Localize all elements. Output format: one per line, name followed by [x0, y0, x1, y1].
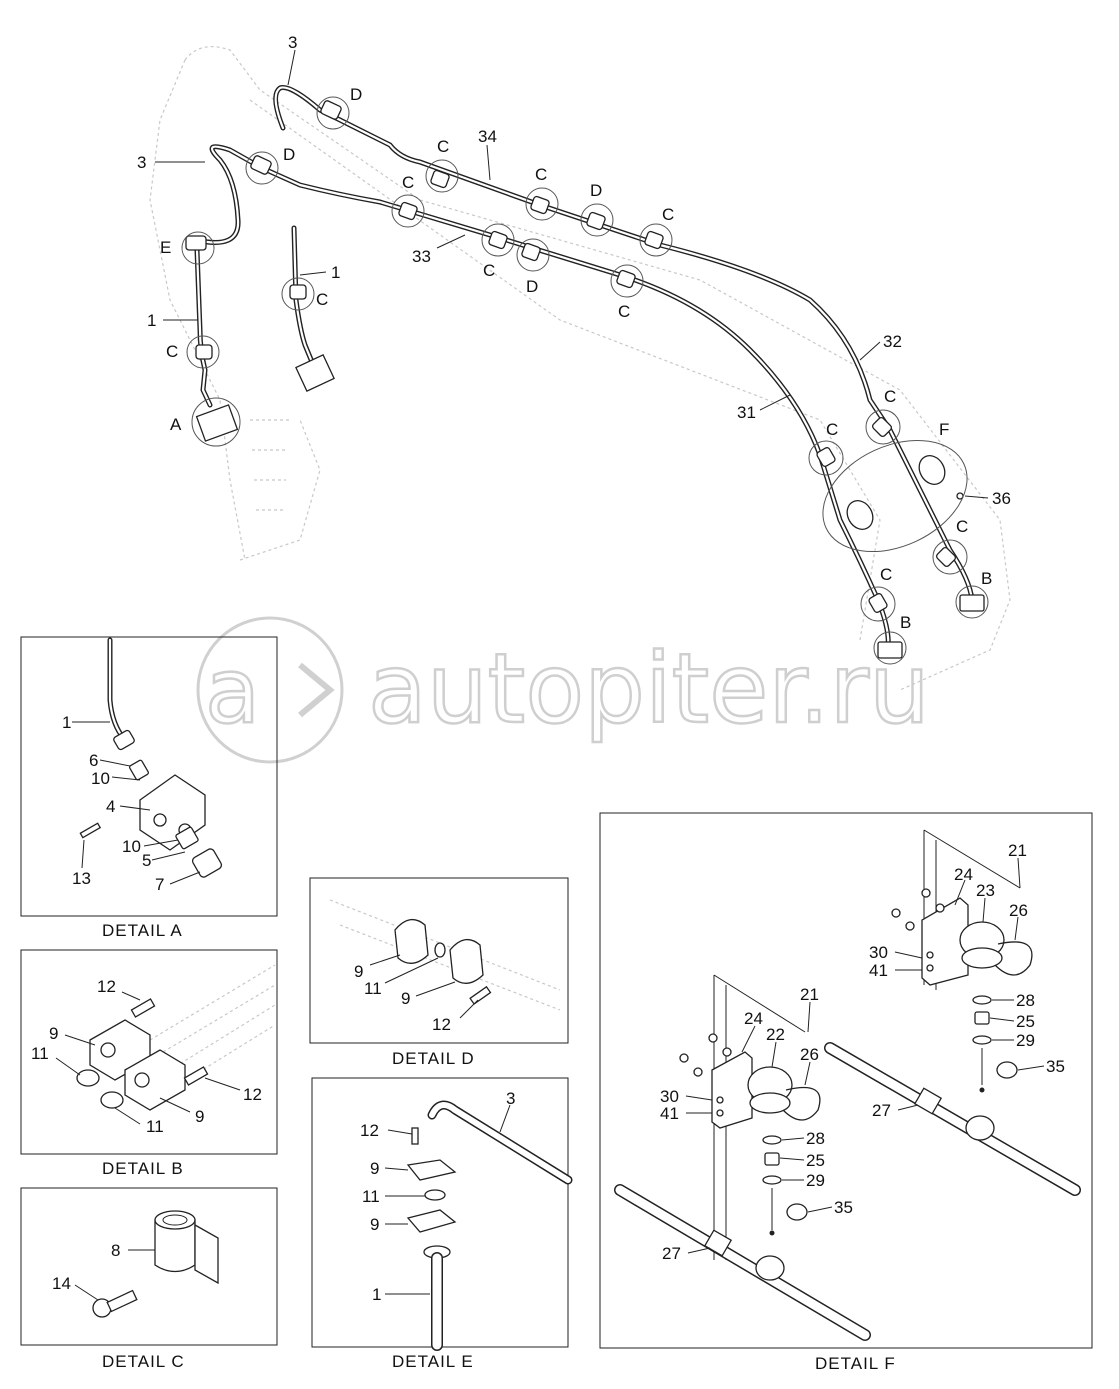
detail-a-caption: DETAIL A	[102, 921, 183, 940]
detail-f-label-29a: 29	[1016, 1031, 1035, 1050]
callout-b-1: B	[981, 569, 992, 588]
detail-circles	[181, 96, 989, 665]
callout-c-1: C	[437, 137, 449, 156]
detail-c-caption: DETAIL C	[102, 1352, 185, 1371]
detail-f-label-22: 22	[766, 1025, 785, 1044]
callout-c-3: C	[662, 205, 674, 224]
callout-d-2: D	[283, 145, 295, 164]
callout-1-right: 1	[331, 263, 340, 282]
detail-f-label-35a: 35	[1046, 1057, 1065, 1076]
callout-c-11: C	[956, 517, 968, 536]
detail-e-label-12: 12	[360, 1121, 379, 1140]
main-clamps	[185, 100, 985, 659]
callout-31: 31	[737, 403, 756, 422]
detail-c-label-14: 14	[52, 1274, 71, 1293]
detail-b: 12 9 11 12 9 11 DETAIL B	[20, 949, 278, 1178]
callout-c-6: C	[618, 302, 630, 321]
detail-d-label-9b: 9	[401, 989, 410, 1008]
detail-e-label-1: 1	[372, 1285, 381, 1304]
detail-a-label-7: 7	[155, 875, 164, 894]
callout-f: F	[939, 420, 949, 439]
detail-f-label-30a: 30	[869, 943, 888, 962]
detail-b-label-9b: 9	[195, 1107, 204, 1126]
detail-d: 9 11 9 12 DETAIL D	[309, 877, 569, 1068]
detail-e-caption: DETAIL E	[392, 1352, 474, 1371]
callout-d-3: D	[590, 181, 602, 200]
detail-e-label-3: 3	[506, 1089, 515, 1108]
detail-a-label-10b: 10	[122, 837, 141, 856]
detail-a-label-13: 13	[72, 869, 91, 888]
detail-a-label-4: 4	[106, 797, 115, 816]
callout-b-2: B	[900, 613, 911, 632]
watermark: a autopiter.ru	[196, 616, 931, 764]
detail-b-caption: DETAIL B	[102, 1159, 184, 1178]
detail-f-label-24b: 24	[744, 1009, 763, 1028]
main-callouts: 3 3 34 33 32 31 1 1 36 D D D D C C C C C…	[137, 33, 1011, 632]
detail-e-label-9b: 9	[370, 1215, 379, 1234]
detail-a-label-10a: 10	[91, 769, 110, 788]
callout-1-left: 1	[147, 311, 156, 330]
detail-b-label-11a: 11	[31, 1044, 49, 1063]
detail-b-label-12a: 12	[97, 977, 116, 996]
detail-b-label-11b: 11	[146, 1117, 164, 1136]
callout-3-lower: 3	[137, 153, 146, 172]
detail-b-label-9a: 9	[49, 1024, 58, 1043]
callout-c-9: C	[884, 387, 896, 406]
detail-f-label-26a: 26	[1009, 901, 1028, 920]
detail-e-label-9a: 9	[370, 1159, 379, 1178]
callout-c-12: C	[880, 565, 892, 584]
detail-b-label-12b: 12	[243, 1085, 262, 1104]
detail-f-caption: DETAIL F	[815, 1354, 896, 1373]
detail-f: 21 24 23 26 30 41 28 25 29 35 27 21 24 2…	[599, 812, 1093, 1373]
callout-36: 36	[992, 489, 1011, 508]
detail-f-label-29b: 29	[806, 1171, 825, 1190]
callout-c-7: C	[166, 342, 178, 361]
detail-a-label-1: 1	[62, 713, 71, 732]
detail-f-label-30b: 30	[660, 1087, 679, 1106]
callout-c-8: C	[316, 290, 328, 309]
callout-a: A	[170, 415, 182, 434]
detail-f-label-41b: 41	[660, 1104, 679, 1123]
main-leaders	[155, 49, 989, 499]
detail-d-label-12: 12	[432, 1015, 451, 1034]
detail-f-label-26b: 26	[800, 1045, 819, 1064]
detail-f-label-35b: 35	[834, 1198, 853, 1217]
detail-a-label-6: 6	[89, 751, 98, 770]
detail-f-label-23: 23	[976, 881, 995, 900]
boom-outline	[149, 46, 1011, 691]
detail-f-label-24a: 24	[954, 865, 973, 884]
callout-32: 32	[883, 332, 902, 351]
detail-f-label-25b: 25	[806, 1151, 825, 1170]
callout-34: 34	[478, 127, 497, 146]
detail-f-label-21a: 21	[1008, 841, 1027, 860]
detail-f-label-27b: 27	[662, 1244, 681, 1263]
detail-c: 8 14 DETAIL C	[20, 1187, 278, 1371]
detail-a-label-5: 5	[142, 851, 151, 870]
detail-f-label-41a: 41	[869, 961, 888, 980]
detail-d-label-9a: 9	[354, 962, 363, 981]
detail-e: 3 12 9 11 9 1 DETAIL E	[311, 1077, 573, 1371]
detail-f-label-28a: 28	[1016, 991, 1035, 1010]
callout-d-1: D	[350, 85, 362, 104]
callout-c-4: C	[402, 173, 414, 192]
svg-text:a: a	[205, 639, 260, 744]
callout-c-10: C	[826, 420, 838, 439]
detail-f-label-25a: 25	[1016, 1012, 1035, 1031]
detail-f-label-21b: 21	[800, 985, 819, 1004]
detail-c-label-8: 8	[111, 1241, 120, 1260]
callout-e: E	[160, 238, 171, 257]
callout-c-2: C	[535, 165, 547, 184]
detail-e-label-11: 11	[362, 1187, 380, 1206]
callout-33: 33	[412, 247, 431, 266]
callout-d-4: D	[526, 277, 538, 296]
callout-3-upper: 3	[288, 33, 297, 52]
detail-f-label-27a: 27	[872, 1101, 891, 1120]
detail-d-caption: DETAIL D	[392, 1049, 475, 1068]
callout-c-5: C	[483, 261, 495, 280]
watermark-text: autopiter.ru	[368, 633, 930, 745]
detail-f-label-28b: 28	[806, 1129, 825, 1148]
detail-d-label-11: 11	[364, 979, 382, 998]
detail-a: 1 6 10 4 10 5 13 7 DETAIL A	[20, 636, 278, 940]
